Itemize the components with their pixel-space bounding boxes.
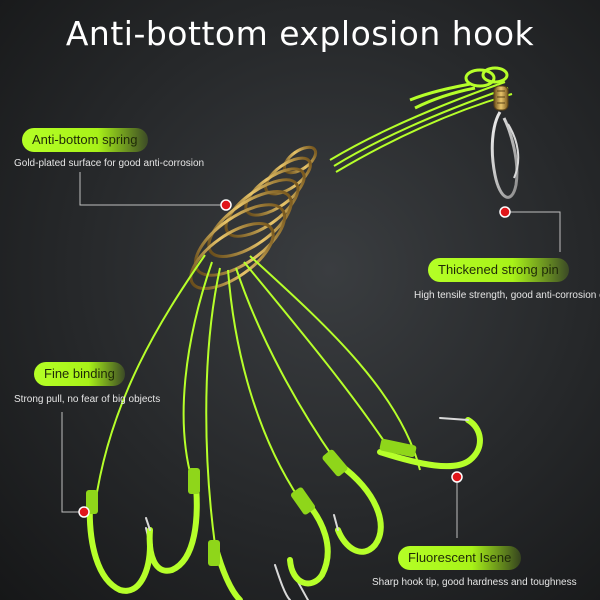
callout-spring-desc: Gold-plated surface for good anti-corros… (14, 158, 205, 169)
marker-isene (451, 471, 463, 483)
callout-lines (61, 172, 561, 538)
hook-6 (377, 417, 483, 470)
hook-2 (145, 468, 200, 574)
callout-binding-desc: Strong pull, no fear of big objects (14, 394, 161, 405)
snap-swivel (490, 85, 520, 199)
callout-binding-label: Fine binding (34, 362, 125, 386)
hooks (86, 417, 483, 600)
hook-leaders (94, 254, 421, 546)
callout-isene-label: Fluorescent Isene (398, 546, 522, 570)
marker-binding (78, 506, 90, 518)
callout-pin-desc: High tensile strength, good anti-corrosi… (414, 290, 600, 301)
callout-spring-label: Anti-bottom spring (22, 128, 148, 152)
hook-5 (322, 449, 384, 555)
red-markers (78, 199, 511, 518)
hook-4 (287, 487, 331, 587)
hook-1 (86, 490, 153, 594)
page-title: Anti-bottom explosion hook (65, 14, 535, 53)
line-knot (409, 66, 509, 110)
main-line (329, 81, 513, 173)
marker-spring (220, 199, 232, 211)
callout-isene-desc: Sharp hook tip, good hardness and toughn… (372, 577, 577, 588)
callout-pin-label: Thickened strong pin (428, 258, 569, 282)
hook-3 (208, 540, 309, 600)
marker-pin (499, 206, 511, 218)
